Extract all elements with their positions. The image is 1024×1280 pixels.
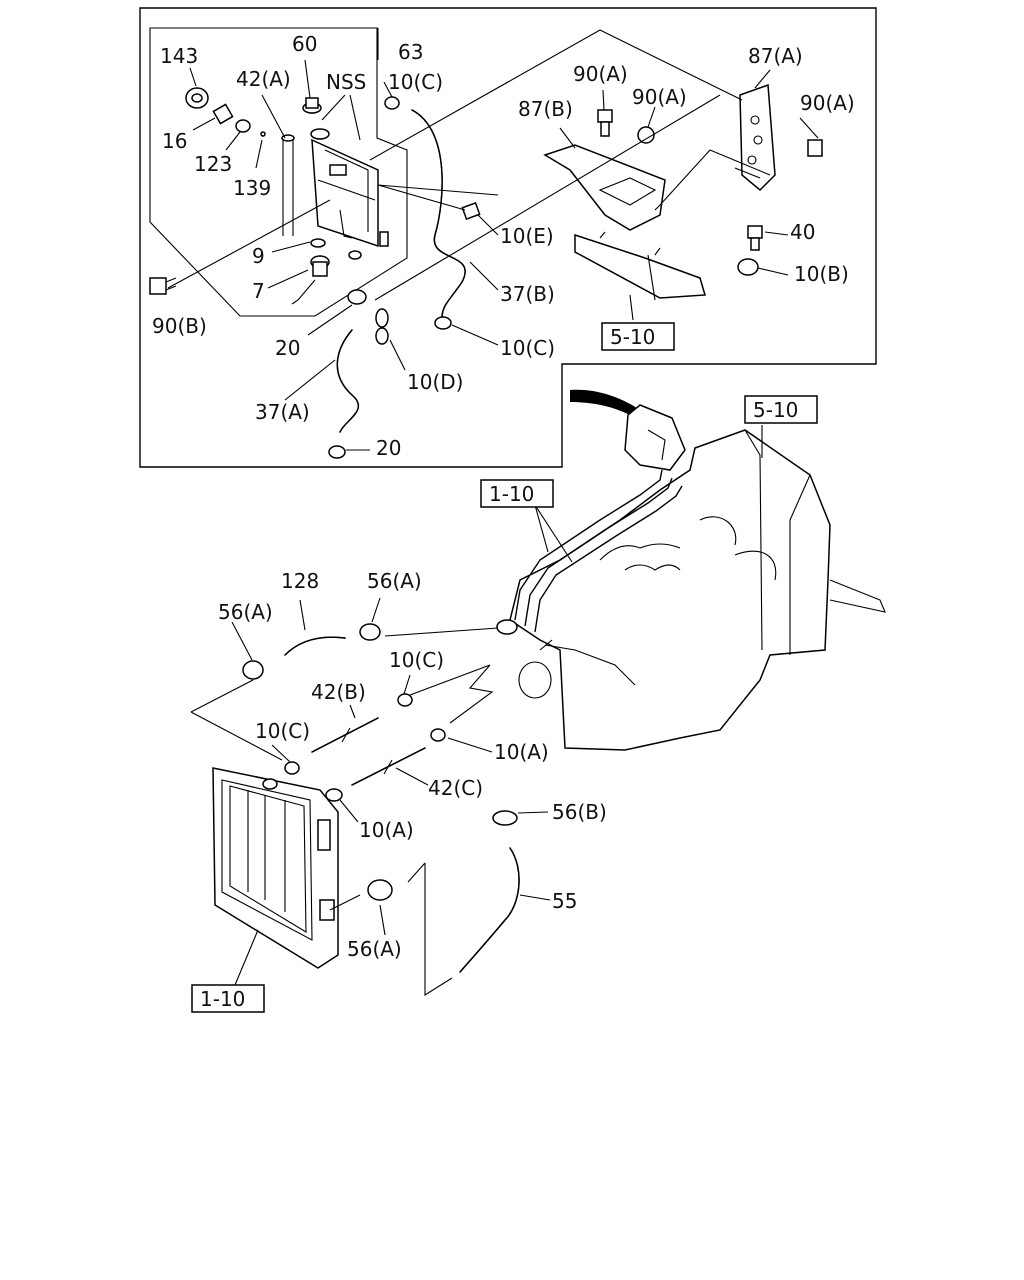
label-9: 9 xyxy=(252,244,265,268)
svg-text:5-10: 5-10 xyxy=(753,398,798,422)
drain-plug-icon xyxy=(212,103,234,125)
label-10c-3: 10(C) xyxy=(389,648,444,672)
label-20-1: 20 xyxy=(275,336,300,360)
part-labels: 143 60 63 42(A) NSS 10(C) 16 123 139 9 7… xyxy=(152,32,855,961)
tank-bracket-87a xyxy=(734,83,776,192)
svg-text:1-10: 1-10 xyxy=(200,987,245,1011)
label-7: 7 xyxy=(252,279,265,303)
label-42a: 42(A) xyxy=(236,67,291,91)
reference-5-10-inset: 5-10 xyxy=(601,322,675,351)
hose-clamp-icons xyxy=(242,623,518,901)
cap-clip-icon xyxy=(185,87,209,109)
label-10d: 10(D) xyxy=(407,370,463,394)
label-56a-1: 56(A) xyxy=(218,600,273,624)
label-nss: NSS xyxy=(326,70,366,94)
bolt-icons-bracket xyxy=(597,109,823,276)
label-37b: 37(B) xyxy=(500,282,555,306)
reference-1-10-bottom: 1-10 xyxy=(191,984,265,1013)
svg-text:1-10: 1-10 xyxy=(489,482,534,506)
label-63: 63 xyxy=(398,40,423,64)
hose-42b xyxy=(311,717,379,753)
reference-arrow-icon xyxy=(570,389,640,415)
label-139: 139 xyxy=(233,176,271,200)
engine-assembly xyxy=(496,389,886,751)
reference-1-10-top: 1-10 xyxy=(480,479,554,508)
hose-42c xyxy=(351,747,426,786)
label-10b: 10(B) xyxy=(794,262,849,286)
label-55: 55 xyxy=(552,889,577,913)
leader-lines-inset xyxy=(167,28,819,451)
label-10c-1: 10(C) xyxy=(388,70,443,94)
gasket-9-icon xyxy=(310,238,326,248)
label-143: 143 xyxy=(160,44,198,68)
label-10c-4: 10(C) xyxy=(255,719,310,743)
main-hoses xyxy=(242,623,520,973)
hose-37b xyxy=(411,109,466,319)
label-56a-3: 56(A) xyxy=(347,937,402,961)
label-10a-2: 10(A) xyxy=(359,818,414,842)
label-128: 128 xyxy=(281,569,319,593)
small-washer-icon xyxy=(260,131,266,137)
bolt-90b-icon xyxy=(149,277,177,295)
frame-member-5-10 xyxy=(574,231,706,301)
label-10e: 10(E) xyxy=(500,224,554,248)
label-60: 60 xyxy=(292,32,317,56)
label-90a-3: 90(A) xyxy=(800,91,855,115)
reference-5-10-main: 5-10 xyxy=(744,395,818,424)
label-10c-2: 10(C) xyxy=(500,336,555,360)
reserve-tank-inset xyxy=(139,7,877,468)
label-87b: 87(B) xyxy=(518,97,573,121)
radiator xyxy=(212,767,339,969)
label-87a: 87(A) xyxy=(748,44,803,68)
label-123: 123 xyxy=(194,152,232,176)
label-37a: 37(A) xyxy=(255,400,310,424)
label-56a-2: 56(A) xyxy=(367,569,422,593)
clip-icons-inset xyxy=(328,96,481,459)
hose-55 xyxy=(459,847,520,973)
label-10a-1: 10(A) xyxy=(494,740,549,764)
label-90a-2: 90(A) xyxy=(632,85,687,109)
leader-lines-main xyxy=(190,425,763,996)
label-16: 16 xyxy=(162,129,187,153)
label-90a-1: 90(A) xyxy=(573,62,628,86)
label-40: 40 xyxy=(790,220,815,244)
tank-bracket-87b xyxy=(543,144,666,231)
label-56b: 56(B) xyxy=(552,800,607,824)
label-90b: 90(B) xyxy=(152,314,207,338)
tank-cap-icon xyxy=(302,97,322,114)
reserve-tank xyxy=(310,128,389,248)
label-42b: 42(B) xyxy=(311,680,366,704)
label-20-2: 20 xyxy=(376,436,401,460)
o-ring-icon xyxy=(235,119,251,133)
hose-128 xyxy=(284,636,346,656)
label-42c: 42(C) xyxy=(428,776,483,800)
level-sensor-icon xyxy=(291,255,330,305)
svg-text:5-10: 5-10 xyxy=(610,325,655,349)
